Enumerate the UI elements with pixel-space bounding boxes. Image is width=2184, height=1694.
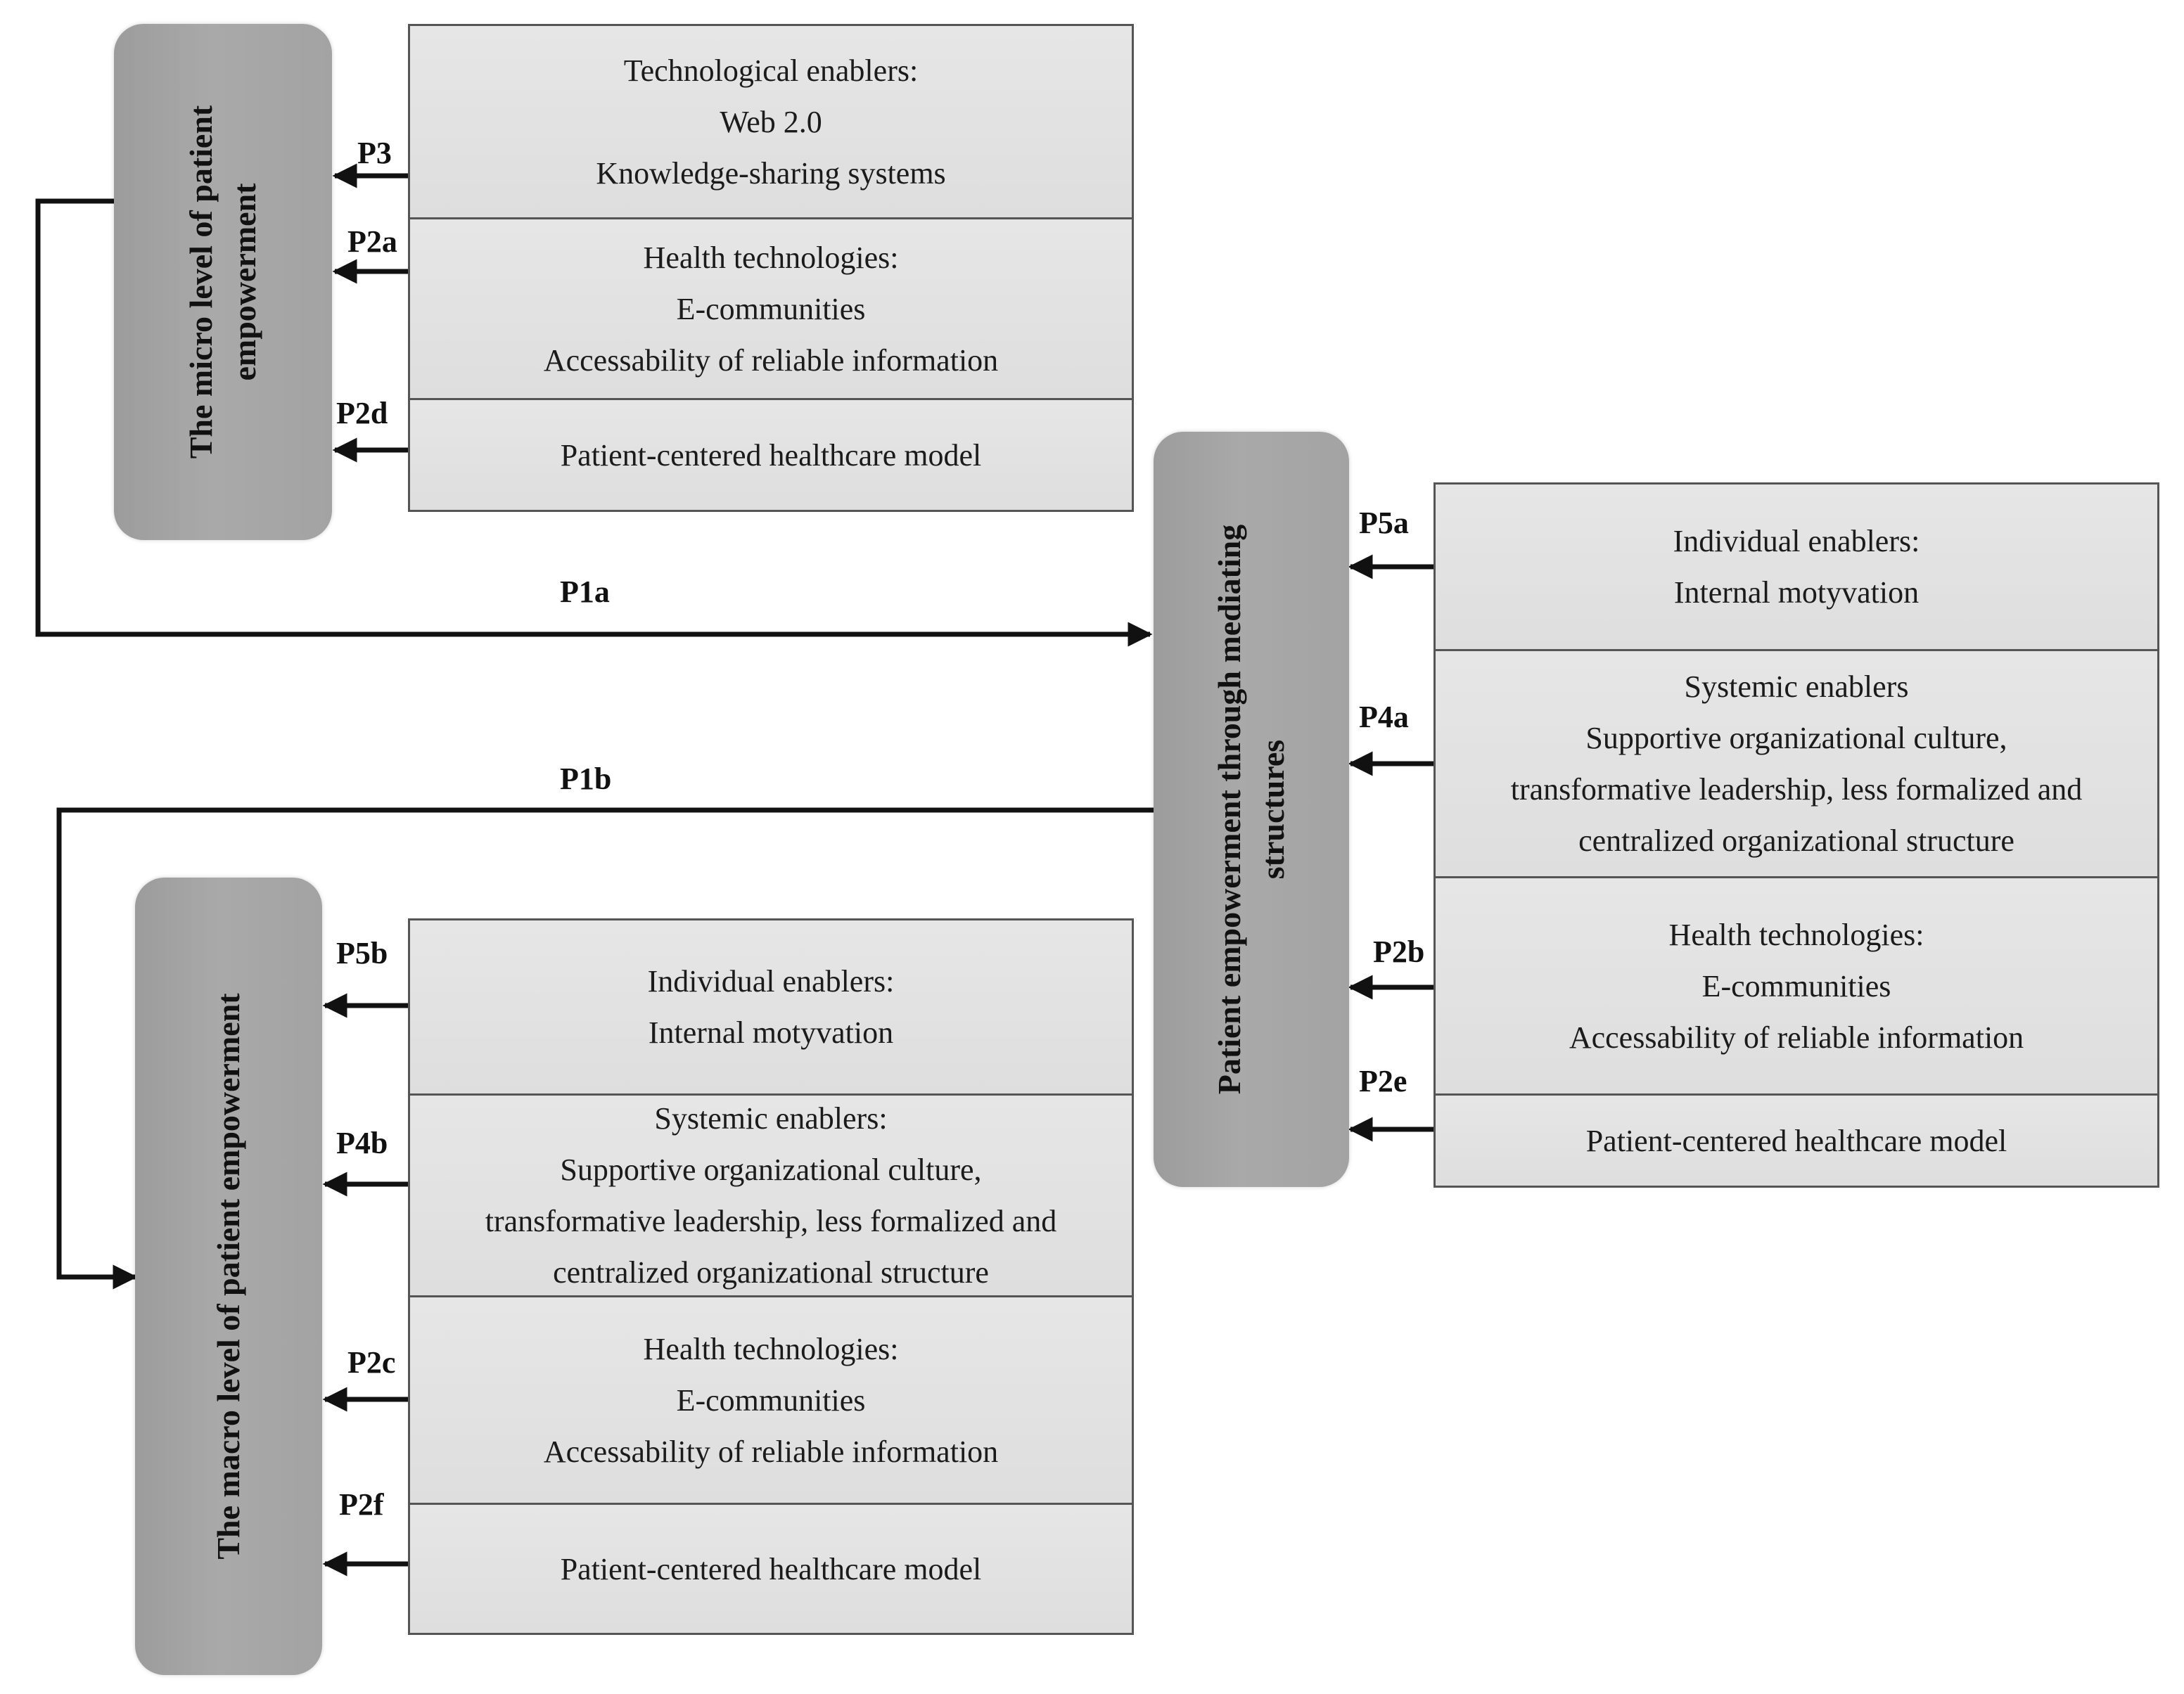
box-line: Patient-centered healthcare model — [1585, 1123, 2007, 1158]
box-line: Health technologies: — [643, 1331, 899, 1366]
box-line: Accessability of reliable information — [1569, 1020, 2024, 1055]
box-line: Technological enablers: — [623, 53, 919, 88]
box-line: centralized organizational structure — [1578, 823, 2014, 858]
mediating-individual-enablers-box: Individual enablers: Internal motyvation — [1433, 482, 2159, 651]
micro-level-label: The micro level of patient empowerment — [183, 105, 262, 459]
macro-systemic-enablers-box: Systemic enablers: Supportive organizati… — [408, 1093, 1134, 1297]
box-line: Systemic enablers: — [654, 1101, 888, 1136]
mediating-systemic-enablers-box: Systemic enablers Supportive organizatio… — [1433, 649, 2159, 878]
box-line: Health technologies: — [1668, 917, 1924, 952]
box-line: transformative leadership, less formaliz… — [485, 1204, 1057, 1238]
box-line: Health technologies: — [643, 240, 899, 275]
box-line: E-communities — [1701, 968, 1891, 1003]
label-p3: P3 — [357, 136, 392, 170]
mediating-health-technologies-box: Health technologies: E-communities Acces… — [1433, 876, 2159, 1096]
micro-patient-centered-model-box: Patient-centered healthcare model — [408, 398, 1134, 512]
box-line: Systemic enablers — [1684, 669, 1909, 704]
box-line: Internal motyvation — [1673, 575, 1920, 610]
macro-patient-centered-model-box: Patient-centered healthcare model — [408, 1503, 1134, 1635]
mediating-structures-label: Patient empowerment through mediating st… — [1211, 524, 1291, 1095]
box-line: Web 2.0 — [720, 104, 822, 139]
label-p5b: P5b — [336, 936, 388, 970]
box-line: Supportive organizational culture, — [560, 1153, 982, 1187]
label-p2a: P2a — [347, 224, 397, 259]
macro-health-technologies-box: Health technologies: E-communities Acces… — [408, 1295, 1134, 1505]
label-p2c: P2c — [347, 1345, 396, 1380]
box-line: Knowledge-sharing systems — [596, 155, 946, 191]
box-line: Patient-centered healthcare model — [560, 437, 982, 473]
label-p5a: P5a — [1359, 506, 1409, 540]
label-p1a: P1a — [560, 575, 610, 609]
box-line: Individual enablers: — [647, 964, 895, 999]
label-p2b: P2b — [1373, 935, 1425, 969]
label-p4a: P4a — [1359, 700, 1409, 734]
box-line: Supportive organizational culture, — [1585, 721, 2007, 755]
macro-level-label: The macro level of patient empowerment — [210, 993, 246, 1560]
label-p1b: P1b — [560, 762, 612, 796]
mediating-patient-centered-model-box: Patient-centered healthcare model — [1433, 1093, 2159, 1188]
arrow-p1a — [35, 198, 1153, 647]
arrow-p1b — [56, 807, 1154, 1290]
box-line: E-communities — [676, 1382, 866, 1418]
label-p2f: P2f — [339, 1487, 384, 1522]
label-p2d: P2d — [336, 396, 388, 430]
label-p4b: P4b — [336, 1126, 388, 1160]
macro-level-node: The macro level of patient empowerment — [135, 878, 322, 1675]
box-line: centralized organizational structure — [553, 1255, 989, 1290]
box-line: E-communities — [676, 291, 866, 326]
mediating-structures-node: Patient empowerment through mediating st… — [1154, 432, 1349, 1187]
box-line: Internal motyvation — [648, 1015, 894, 1050]
label-p2e: P2e — [1359, 1064, 1407, 1098]
box-line: Individual enablers: — [1673, 524, 1920, 558]
micro-technological-enablers-box: Technological enablers: Web 2.0 Knowledg… — [408, 24, 1134, 219]
box-line: Patient-centered healthcare model — [560, 1551, 982, 1586]
macro-individual-enablers-box: Individual enablers: Internal motyvation — [408, 918, 1134, 1096]
box-line: Accessability of reliable information — [543, 1434, 999, 1469]
box-line: transformative leadership, less formaliz… — [1510, 772, 2083, 807]
micro-health-technologies-box: Health technologies: E-communities Acces… — [408, 217, 1134, 400]
box-line: Accessability of reliable information — [543, 342, 999, 378]
micro-level-node: The micro level of patient empowerment — [114, 24, 332, 540]
